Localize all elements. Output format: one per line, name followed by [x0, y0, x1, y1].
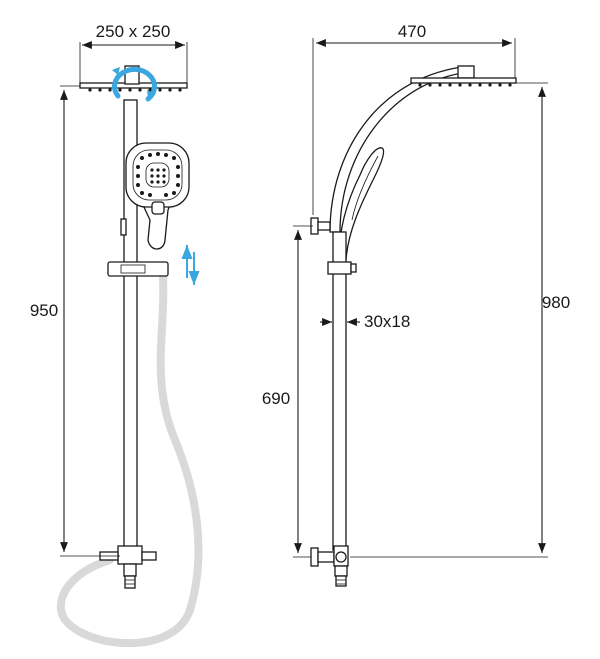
side-view: 470 30x18: [262, 22, 570, 587]
up-down-arrows-icon: [181, 245, 200, 285]
diverter-valve: [99, 545, 157, 589]
shower-hose: [56, 274, 203, 648]
riser-pipe-side: [332, 231, 347, 551]
slider-holder: [107, 261, 169, 277]
hand-shower-side: [337, 147, 385, 261]
bottom-valve-side: [310, 545, 349, 587]
rotate-arrows-icon: [112, 66, 157, 102]
head-nozzles: [88, 88, 182, 92]
rain-head-side: [410, 77, 517, 84]
arm-connector: [457, 65, 475, 79]
head-size-label: 250 x 250: [96, 22, 171, 41]
front-view: 250 x 250: [30, 22, 203, 648]
rail-height-label: 690: [262, 389, 290, 408]
projection-label: 470: [398, 22, 426, 41]
left-height-label: 950: [30, 301, 58, 320]
hand-shower: [125, 142, 190, 250]
right-height-label: 980: [542, 293, 570, 312]
slider-holder-side: [327, 261, 352, 275]
head-nozzles-side: [418, 83, 512, 87]
side-clip: [120, 218, 127, 236]
rail-section-label: 30x18: [364, 312, 410, 331]
